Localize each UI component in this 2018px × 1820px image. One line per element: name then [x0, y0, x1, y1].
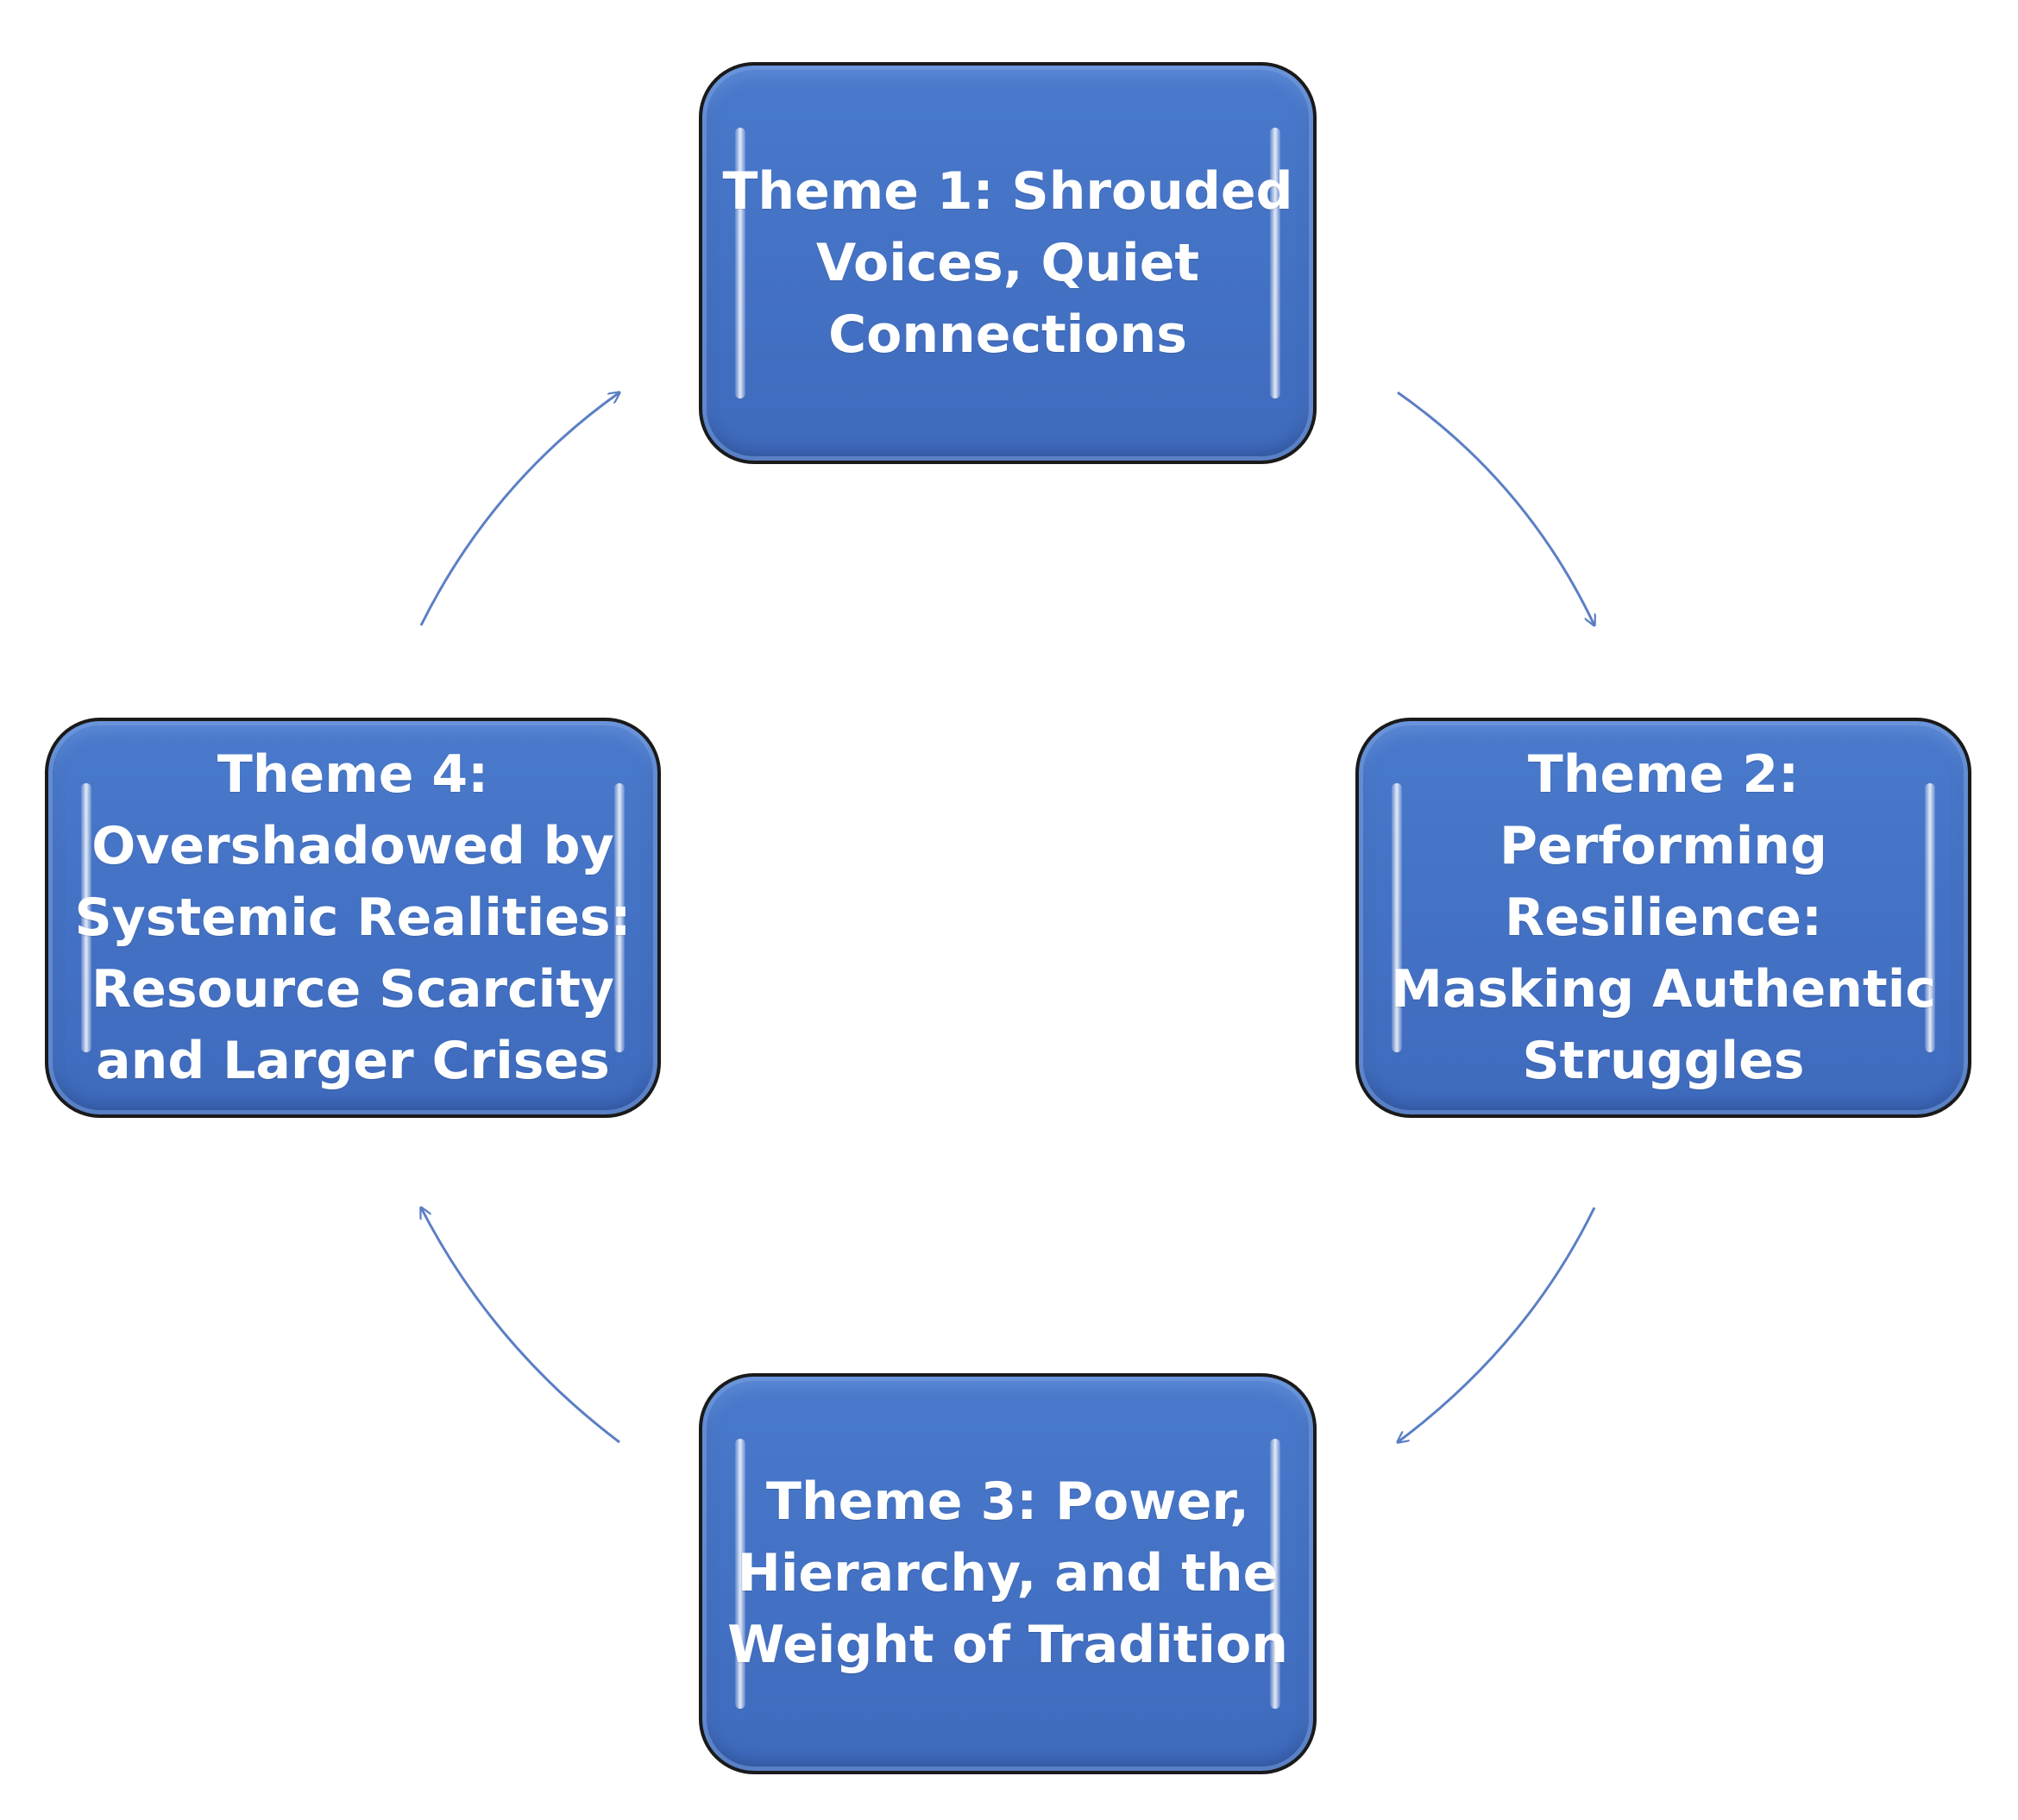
gloss-highlight	[81, 783, 91, 1052]
gloss-highlight	[1270, 128, 1280, 399]
theme-1-box: Theme 1: Shrouded Voices, Quiet Connecti…	[699, 62, 1317, 464]
arrow-theme-2-to-theme-3	[1398, 1207, 1596, 1442]
gloss-highlight	[1270, 1439, 1280, 1709]
theme-3-box: Theme 3: Power, Hierarchy, and the Weigh…	[699, 1373, 1317, 1774]
theme-4-label: Theme 4: Overshadowed by Systemic Realit…	[74, 744, 632, 1091]
arrow-theme-4-to-theme-1	[419, 392, 619, 626]
theme-4-box: Theme 4: Overshadowed by Systemic Realit…	[45, 718, 661, 1118]
arrow-theme-1-to-theme-2	[1397, 391, 1594, 625]
arrow-theme-3-to-theme-4	[421, 1208, 620, 1444]
gloss-highlight	[1925, 783, 1935, 1052]
gloss-highlight	[735, 1439, 745, 1709]
gloss-highlight	[614, 783, 625, 1052]
theme-3-label: Theme 3: Power, Hierarchy, and the Weigh…	[727, 1472, 1288, 1675]
gloss-highlight	[735, 128, 745, 399]
theme-2-box: Theme 2: Performing Resilience: Masking …	[1355, 718, 1971, 1118]
theme-1-label: Theme 1: Shrouded Voices, Quiet Connecti…	[722, 160, 1293, 365]
theme-2-label: Theme 2: Performing Resilience: Masking …	[1391, 744, 1936, 1091]
gloss-highlight	[1392, 783, 1402, 1052]
